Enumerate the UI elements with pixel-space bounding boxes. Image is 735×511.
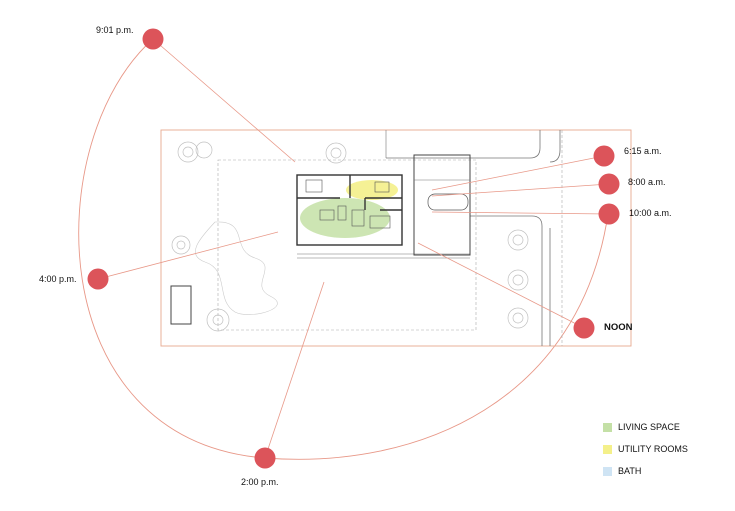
sun-marker-10am [598, 203, 620, 225]
legend-swatch-living [603, 422, 612, 432]
legend-item-utility-rooms: UTILITY ROOMS [603, 442, 728, 456]
sun-ray-2pm [264, 281, 325, 459]
road-edge-right [549, 130, 561, 163]
sun-marker-901pm [142, 28, 164, 50]
sun-marker-615am [593, 145, 615, 167]
garage [413, 154, 471, 256]
sun-ray-4pm [97, 231, 279, 280]
sun-markers [87, 28, 620, 469]
sun-marker-8am [598, 173, 620, 195]
sun-marker-4pm [87, 268, 109, 290]
car [427, 193, 469, 211]
legend-item-living-space: LIVING SPACE [603, 420, 728, 434]
shed [170, 285, 192, 325]
house-walls [296, 174, 403, 246]
legend-item-bath: BATH [603, 464, 728, 478]
sun-path-arc [78, 38, 609, 460]
time-label-615am: 6:15 a.m. [624, 146, 662, 156]
sun-ray-9pm [152, 38, 296, 163]
legend: LIVING SPACE UTILITY ROOMS BATH [603, 420, 728, 486]
legend-label: LIVING SPACE [618, 422, 680, 432]
legend-label: UTILITY ROOMS [618, 444, 688, 454]
sun-ray-8am [431, 183, 610, 197]
road-edge-bottom [470, 215, 543, 346]
time-label-10am: 10:00 a.m. [629, 208, 672, 218]
living-space-zone [300, 198, 390, 238]
trees [171, 141, 529, 332]
legend-swatch-utility [603, 444, 612, 454]
legend-swatch-bath [603, 466, 612, 476]
road-edge-top [386, 130, 541, 159]
sun-ray-noon [417, 242, 585, 329]
house-furniture [305, 179, 391, 229]
sun-marker-noon [573, 317, 595, 339]
time-label-8am: 8:00 a.m. [628, 177, 666, 187]
sun-ray-10am [431, 211, 610, 215]
sun-marker-2pm [254, 447, 276, 469]
time-label-901pm: 9:01 p.m. [96, 25, 134, 35]
time-label-2pm: 2:00 p.m. [241, 477, 279, 487]
site-boundary [160, 129, 632, 347]
sun-rays [97, 38, 610, 459]
time-label-noon: NOON [604, 322, 633, 333]
time-label-4pm: 4:00 p.m. [39, 274, 77, 284]
sun-ray-615am [431, 155, 605, 191]
legend-label: BATH [618, 466, 642, 476]
setback-line [217, 159, 477, 331]
garden-path [195, 221, 278, 315]
utility-zone [346, 180, 398, 200]
